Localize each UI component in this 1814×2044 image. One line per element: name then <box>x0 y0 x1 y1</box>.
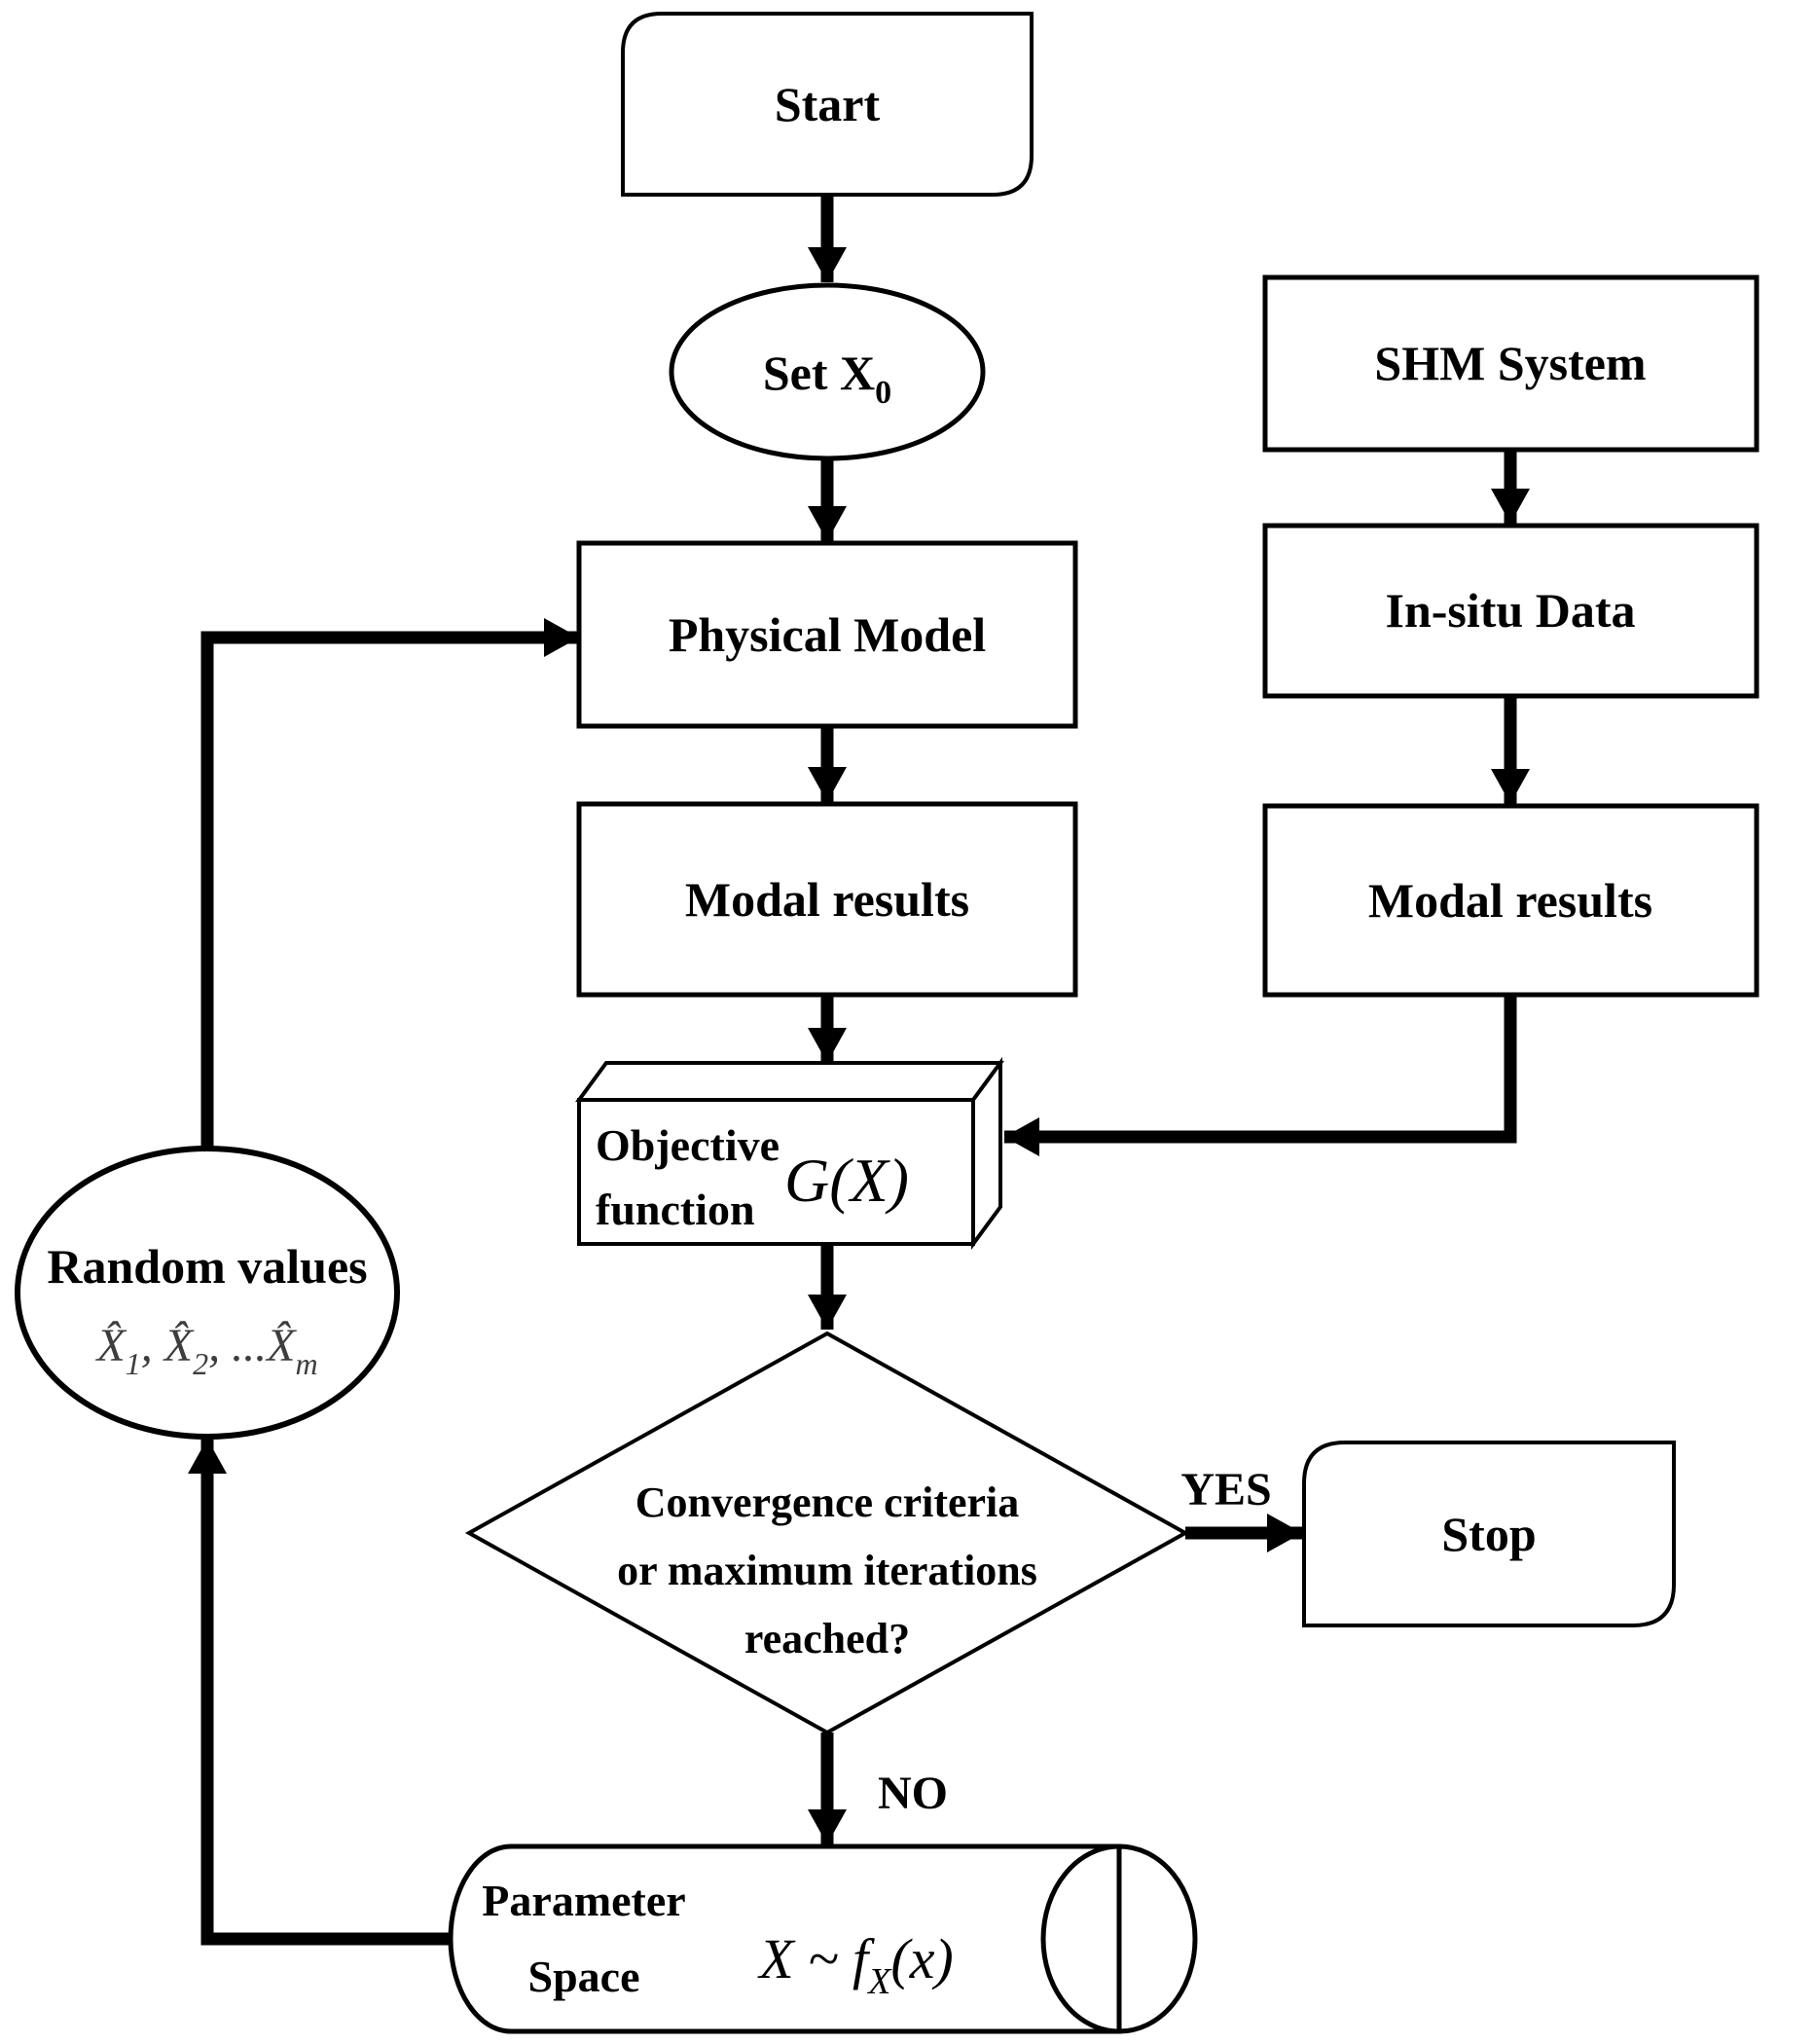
decision-label-line3: reached? <box>744 1615 910 1662</box>
parameter-space-formula-head: X ~ f <box>757 1927 875 1990</box>
insitu-data-node <box>1262 523 1760 699</box>
parameter-space-formula: X ~ fX(x) <box>757 1927 954 2002</box>
no-edge-label: NO <box>878 1768 948 1819</box>
random-values-math-x1: X̂ <box>94 1319 127 1371</box>
parameter-space-label-line1: Parameter <box>482 1876 685 1925</box>
start-node <box>621 12 1034 197</box>
stop-label: Stop <box>1441 1507 1536 1561</box>
shm-system-label: SHM System <box>1374 336 1646 390</box>
yes-edge-label: YES <box>1180 1464 1271 1515</box>
random-values-math-sub2: 2 <box>193 1346 208 1381</box>
random-values-math-x2: , X̂ <box>141 1319 195 1371</box>
parameter-space-formula-tail: (x) <box>890 1927 953 1990</box>
decision-label-line2: or maximum iterations <box>617 1547 1037 1594</box>
arrow-parameter-space-to-random-values <box>188 1439 453 1946</box>
arrow-insitu-modal-to-objective <box>1004 995 1517 1156</box>
set-x0-label: Set X0 <box>763 346 891 411</box>
objective-function-top-face <box>575 1061 1004 1102</box>
objective-function-node <box>577 1098 975 1246</box>
shm-system-node <box>1262 274 1760 453</box>
stop-node <box>1302 1441 1676 1627</box>
physical-model-node <box>576 540 1078 729</box>
modal-results-model-node <box>576 801 1078 998</box>
parameter-space-label-line2: Space <box>528 1952 640 2001</box>
set-x0-label-sub: 0 <box>875 375 891 411</box>
random-values-math-sub3: m <box>295 1346 317 1381</box>
decision-node <box>464 1331 1190 1735</box>
physical-model-label: Physical Model <box>669 607 986 662</box>
objective-function-label-line1: Objective <box>596 1120 780 1170</box>
arrow-random-values-to-physical-model <box>200 618 579 1149</box>
modal-results-insitu-label: Modal results <box>1368 873 1652 928</box>
parameter-space-formula-sub: X <box>866 1961 892 2002</box>
random-values-label: Random values <box>47 1239 367 1294</box>
objective-function-label-line2: function <box>596 1185 755 1234</box>
parameter-space-end-cap <box>1040 1843 1198 2034</box>
set-x0-label-main: Set X <box>763 346 875 400</box>
random-values-node <box>15 1146 400 1440</box>
modal-results-model-label: Modal results <box>685 872 969 927</box>
set-x0-node <box>669 282 986 461</box>
decision-label-line1: Convergence criteria <box>635 1478 1020 1526</box>
start-label: Start <box>775 77 881 131</box>
random-values-math-x3: , ...X̂ <box>208 1319 297 1371</box>
random-values-math-sub1: 1 <box>126 1346 141 1381</box>
objective-function-formula: G(X) <box>784 1146 909 1215</box>
modal-results-insitu-node <box>1262 803 1760 998</box>
random-values-math: X̂1, X̂2, ...X̂m <box>94 1319 317 1381</box>
parameter-space-node <box>448 1843 1122 2034</box>
insitu-data-label: In-situ Data <box>1386 583 1636 638</box>
